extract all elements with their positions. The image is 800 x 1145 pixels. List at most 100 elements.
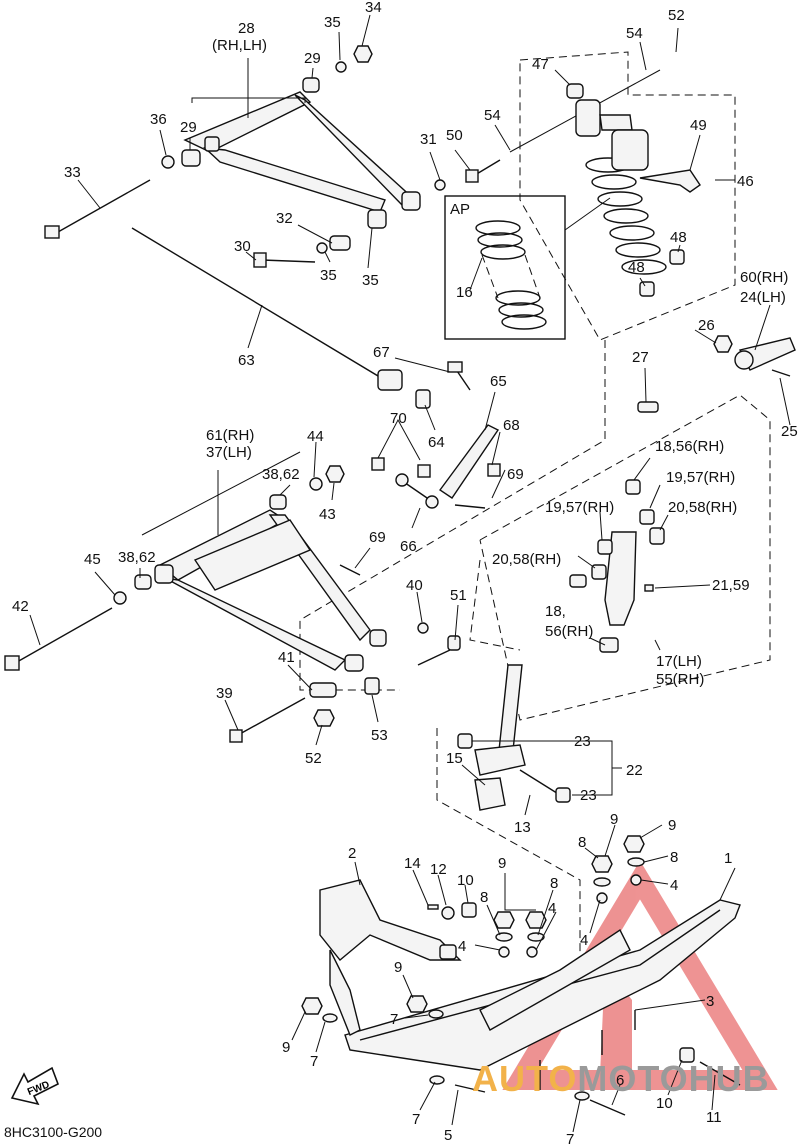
callout-c43: 43 bbox=[319, 506, 336, 523]
callout-c48b: 48 bbox=[628, 259, 645, 276]
callout-c50: 50 bbox=[446, 127, 463, 144]
callout-c10a: 10 bbox=[457, 872, 474, 889]
callout-c15: 15 bbox=[446, 750, 463, 767]
lower-a-arm bbox=[113, 465, 429, 727]
callout-c65: 65 bbox=[490, 373, 507, 390]
callout-c61: 61(RH) bbox=[206, 427, 254, 444]
callout-c2159: 21,59 bbox=[712, 577, 750, 594]
ski-hardware bbox=[301, 835, 741, 1116]
callout-c30: 30 bbox=[234, 238, 251, 255]
callout-c31: 31 bbox=[420, 131, 437, 148]
callout-c3862a: 38,62 bbox=[262, 466, 300, 483]
callout-c1856a: 18,56(RH) bbox=[655, 438, 724, 455]
bolts bbox=[4, 159, 501, 743]
callout-c2058a: 20,58(RH) bbox=[668, 499, 737, 516]
watermark-text-a: AUTO bbox=[472, 1058, 578, 1099]
callout-c11: 11 bbox=[706, 1109, 722, 1126]
callout-c8a: 8 bbox=[578, 834, 586, 851]
callout-c41: 41 bbox=[278, 649, 295, 666]
callout-c34: 34 bbox=[365, 0, 382, 16]
callout-c7c: 7 bbox=[412, 1111, 420, 1128]
callout-c55: 55(RH) bbox=[656, 671, 704, 688]
callout-c29a: 29 bbox=[304, 50, 321, 67]
callout-c40: 40 bbox=[406, 577, 423, 594]
upper-a-arm bbox=[161, 45, 421, 229]
callout-c22: 22 bbox=[626, 762, 643, 779]
callout-c33: 33 bbox=[64, 164, 81, 181]
callout-c6: 6 bbox=[616, 1072, 624, 1089]
leader-lines bbox=[29, 14, 791, 1133]
callout-c63: 63 bbox=[238, 352, 255, 369]
callout-c1: 1 bbox=[724, 850, 732, 867]
callout-c52a: 52 bbox=[668, 7, 685, 24]
inset-spring-box bbox=[444, 195, 611, 340]
callout-c35a: 35 bbox=[324, 14, 341, 31]
callout-c8d: 8 bbox=[550, 875, 558, 892]
callout-c24: 24(LH) bbox=[740, 289, 786, 306]
callout-c25: 25 bbox=[781, 423, 798, 440]
callout-c16: 16 bbox=[456, 284, 473, 301]
callout-c53: 53 bbox=[371, 727, 388, 744]
callout-c28: 28 bbox=[238, 20, 255, 37]
callout-c69a: 69 bbox=[507, 466, 524, 483]
callout-c18b: 18, bbox=[545, 603, 566, 620]
callout-c37: 37(LH) bbox=[206, 444, 252, 461]
callout-c28s: (RH,LH) bbox=[212, 37, 267, 54]
callout-c9a: 9 bbox=[610, 811, 618, 828]
callout-c29b: 29 bbox=[180, 119, 197, 136]
callout-c54a: 54 bbox=[626, 25, 643, 42]
shock-absorber bbox=[509, 69, 701, 297]
callout-c70: 70 bbox=[390, 410, 407, 427]
callout-c4c: 4 bbox=[458, 938, 466, 955]
callout-c23b: 23 bbox=[580, 787, 597, 804]
ski-bracket bbox=[436, 728, 581, 1010]
callout-c66: 66 bbox=[400, 538, 417, 555]
callout-c13: 13 bbox=[514, 819, 531, 836]
callout-c4d: 4 bbox=[580, 932, 588, 949]
callout-c23a: 23 bbox=[574, 733, 591, 750]
diagram-code: 8HC3100-G200 bbox=[4, 1124, 103, 1140]
callout-c44: 44 bbox=[307, 428, 324, 445]
callout-c39: 39 bbox=[216, 685, 233, 702]
callout-c46: 46 bbox=[737, 173, 754, 190]
fwd-arrow: FWD bbox=[8, 1062, 60, 1113]
assembly-outlines bbox=[299, 51, 771, 721]
watermark-text-b: MOTOHUB bbox=[577, 1058, 770, 1099]
steering-spindle bbox=[497, 335, 796, 761]
callout-c42: 42 bbox=[12, 598, 29, 615]
callout-c9d: 9 bbox=[394, 959, 402, 976]
callout-c12: 12 bbox=[430, 861, 447, 878]
callout-c1957a: 19,57(RH) bbox=[666, 469, 735, 486]
callout-c60: 60(RH) bbox=[740, 269, 788, 286]
callout-c32: 32 bbox=[276, 210, 293, 227]
callout-c47: 47 bbox=[532, 56, 549, 73]
callout-c36: 36 bbox=[150, 111, 167, 128]
callout-c67: 67 bbox=[373, 344, 390, 361]
callout-c7a: 7 bbox=[390, 1011, 398, 1028]
callout-c26: 26 bbox=[698, 317, 715, 334]
callout-c27: 27 bbox=[632, 349, 649, 366]
callout-c64: 64 bbox=[428, 434, 445, 451]
callout-c8b: 8 bbox=[670, 849, 678, 866]
callout-c54b: 54 bbox=[484, 107, 501, 124]
callout-c3862b: 38,62 bbox=[118, 549, 156, 566]
callout-c4b: 4 bbox=[548, 900, 556, 917]
callout-c7d: 7 bbox=[566, 1131, 574, 1145]
callout-c7b: 7 bbox=[310, 1053, 318, 1070]
callout-c49: 49 bbox=[690, 117, 707, 134]
callout-c35b: 35 bbox=[320, 267, 337, 284]
callout-c1957b: 19,57(RH) bbox=[545, 499, 614, 516]
callout-c10b: 10 bbox=[656, 1095, 673, 1112]
fwd-arrow-icon: FWD bbox=[10, 1066, 60, 1106]
callout-c4a: 4 bbox=[670, 877, 678, 894]
callout-c56b: 56(RH) bbox=[545, 623, 593, 640]
callout-c5: 5 bbox=[444, 1127, 452, 1144]
callout-c3: 3 bbox=[706, 993, 714, 1010]
callout-c45: 45 bbox=[84, 551, 101, 568]
callout-c2: 2 bbox=[348, 845, 356, 862]
inset-label: AP bbox=[450, 201, 470, 218]
callout-c2058b: 20,58(RH) bbox=[492, 551, 561, 568]
callout-c35c: 35 bbox=[362, 272, 379, 289]
callout-c68: 68 bbox=[503, 417, 520, 434]
